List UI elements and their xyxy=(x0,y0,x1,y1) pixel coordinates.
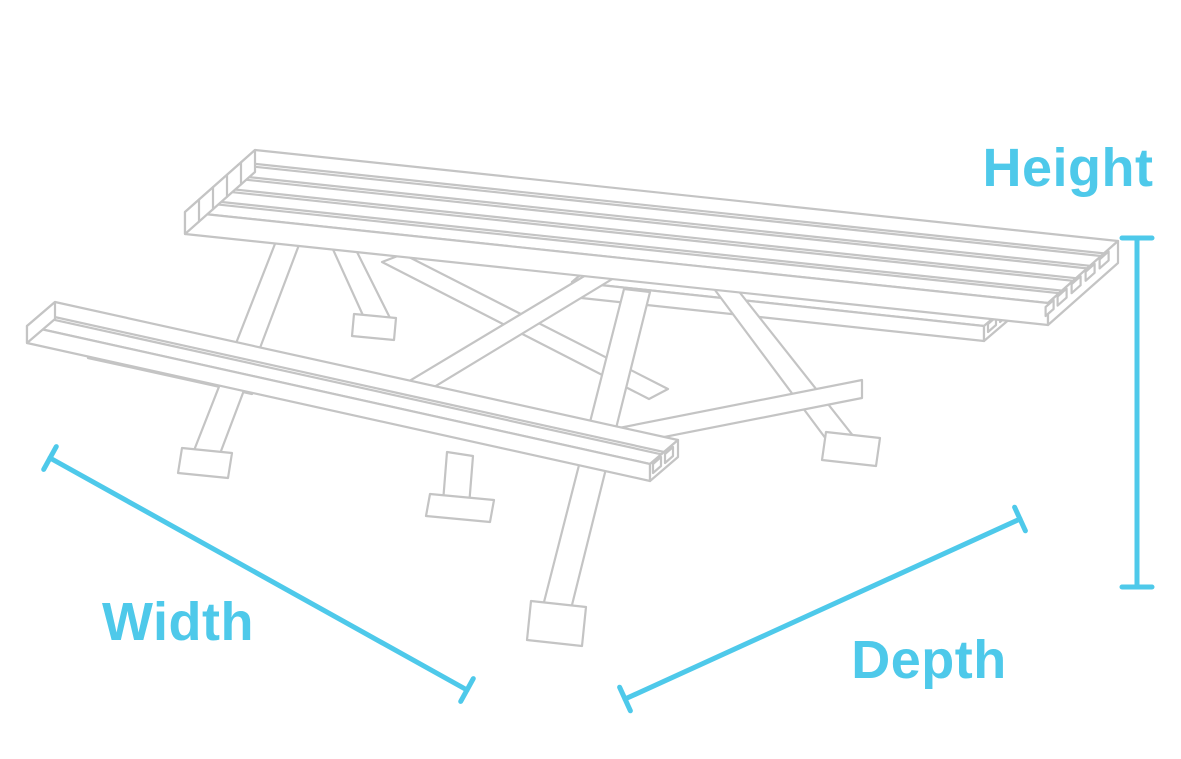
depth-label: Depth xyxy=(851,630,1006,690)
slat-gap-line xyxy=(222,176,1089,270)
end-grain xyxy=(1056,287,1068,307)
front-bench-left-end-face xyxy=(25,300,57,345)
slat-gap-line xyxy=(194,201,1061,295)
width-dimension-line xyxy=(41,444,476,704)
dimension-line xyxy=(47,455,470,693)
tabletop-left-end-face xyxy=(183,148,257,236)
dimension-tick xyxy=(617,684,633,714)
end-grain xyxy=(986,315,998,334)
right-frame-front-foot xyxy=(525,599,588,648)
left-frame-front-foot xyxy=(176,446,234,480)
dimension-tick xyxy=(41,444,59,472)
depth-dimension-line xyxy=(617,504,1028,714)
slat-gap-line xyxy=(39,312,666,454)
height-label: Height xyxy=(983,138,1154,198)
end-grain xyxy=(1084,262,1096,282)
left-frame-rear-foot xyxy=(350,312,398,342)
dimension-lines xyxy=(41,235,1155,714)
slat-gap-line xyxy=(236,163,1103,258)
slat-gap-line xyxy=(239,161,1106,255)
dimension-line xyxy=(622,516,1023,702)
front-bench xyxy=(25,300,680,483)
width-label: Width xyxy=(102,592,254,652)
center-bench-foot xyxy=(424,492,496,524)
picnic-table-illustration xyxy=(25,148,1120,648)
slat-gap-line xyxy=(37,315,663,456)
dimension-tick xyxy=(458,676,476,704)
end-grain xyxy=(1044,298,1055,318)
slat-gap-line xyxy=(225,173,1092,267)
dimension-tick xyxy=(1012,504,1028,534)
end-grain xyxy=(1070,275,1082,295)
right-frame-rear-foot xyxy=(820,430,882,468)
height-dimension-line xyxy=(1119,235,1155,590)
slat-gap-line xyxy=(208,188,1075,282)
tabletop xyxy=(183,148,1120,327)
end-grain xyxy=(1098,250,1110,270)
slat-gap-line xyxy=(211,186,1078,280)
end-grain xyxy=(663,445,675,465)
end-grain xyxy=(651,455,663,475)
dimension-labels: Height Width Depth xyxy=(102,138,1153,690)
slat-gap-line xyxy=(197,198,1064,292)
